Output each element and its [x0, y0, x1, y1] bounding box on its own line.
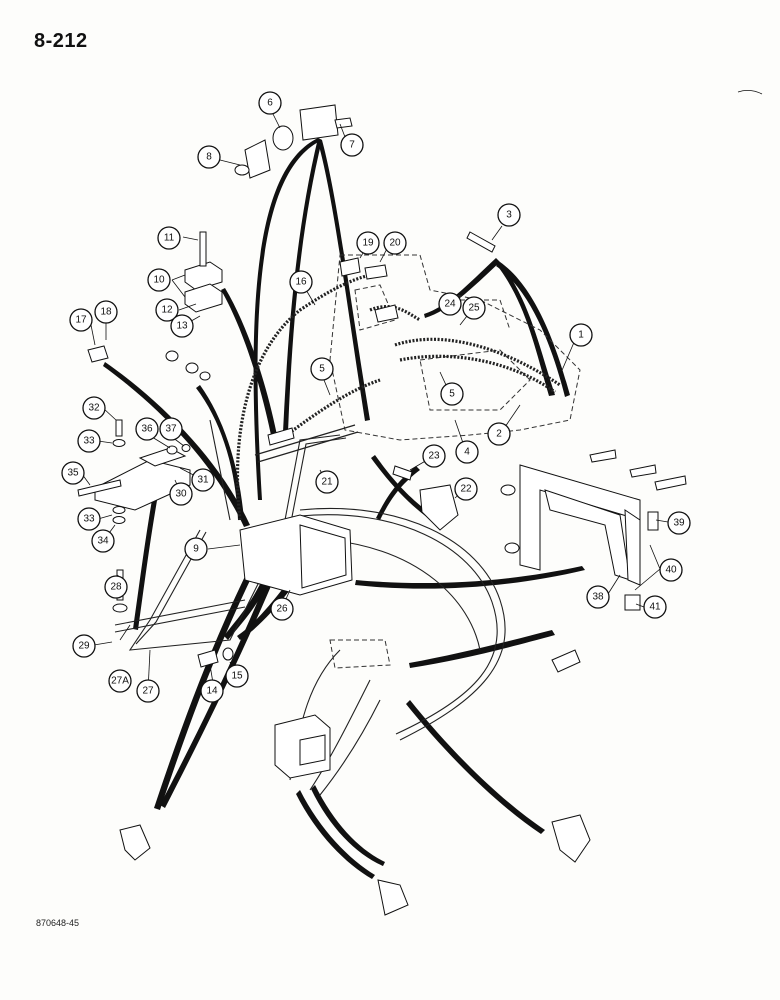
svg-text:33: 33 [83, 436, 95, 447]
svg-text:26: 26 [276, 604, 288, 615]
svg-text:40: 40 [665, 565, 677, 576]
callout-15: 15 [225, 664, 249, 688]
svg-text:1: 1 [578, 330, 584, 341]
callout-25: 25 [462, 296, 486, 320]
callout-30: 30 [169, 482, 193, 506]
svg-text:16: 16 [295, 277, 307, 288]
svg-text:38: 38 [592, 592, 604, 603]
callout-4: 4 [455, 440, 479, 464]
svg-text:29: 29 [78, 641, 90, 652]
svg-text:6: 6 [267, 98, 273, 109]
svg-text:10: 10 [153, 275, 165, 286]
svg-text:39: 39 [673, 518, 685, 529]
svg-text:22: 22 [460, 484, 472, 495]
callout-19: 19 [356, 231, 380, 255]
callout-22: 22 [454, 477, 478, 501]
callout-31: 31 [191, 468, 215, 492]
callout-34: 34 [91, 529, 115, 553]
callout-13: 13 [170, 314, 194, 338]
callout-7: 7 [340, 133, 364, 157]
components [77, 104, 687, 916]
callout-16: 16 [289, 270, 313, 294]
svg-text:21: 21 [321, 477, 333, 488]
svg-text:12: 12 [161, 305, 173, 316]
svg-text:14: 14 [206, 686, 218, 697]
callout-21: 21 [315, 470, 339, 494]
callout-36: 36 [135, 417, 159, 441]
callout-27: 27 [136, 679, 160, 703]
svg-text:30: 30 [175, 489, 187, 500]
svg-text:4: 4 [464, 447, 470, 458]
callout-32: 32 [82, 396, 106, 420]
svg-text:37: 37 [165, 424, 177, 435]
callout-14: 14 [200, 679, 224, 703]
svg-text:9: 9 [193, 544, 199, 555]
scan-mark [737, 90, 763, 95]
callout-38: 38 [586, 585, 610, 609]
svg-text:7: 7 [349, 140, 355, 151]
svg-text:27: 27 [142, 686, 154, 697]
callout-9: 9 [184, 537, 208, 561]
svg-text:27A: 27A [111, 676, 129, 687]
callout-leaders [81, 111, 669, 692]
svg-text:2: 2 [496, 429, 502, 440]
callout-20: 20 [383, 231, 407, 255]
svg-text:5: 5 [319, 364, 325, 375]
callout-27a: 27A [108, 669, 132, 693]
callout-23: 23 [422, 444, 446, 468]
callout-33b: 33 [77, 507, 101, 531]
callout-18: 18 [94, 300, 118, 324]
callout-17: 17 [69, 308, 93, 332]
callout-35: 35 [61, 461, 85, 485]
callout-28: 28 [104, 575, 128, 599]
callout-10: 10 [147, 268, 171, 292]
callout-41: 41 [643, 595, 667, 619]
callout-6: 6 [258, 91, 282, 115]
svg-text:20: 20 [389, 238, 401, 249]
svg-text:13: 13 [176, 321, 188, 332]
svg-text:5: 5 [449, 389, 455, 400]
svg-text:41: 41 [649, 602, 661, 613]
svg-text:23: 23 [428, 451, 440, 462]
svg-text:17: 17 [75, 315, 87, 326]
svg-text:35: 35 [67, 468, 79, 479]
svg-text:8: 8 [206, 152, 212, 163]
svg-text:18: 18 [100, 307, 112, 318]
callout-5b: 5 [440, 382, 464, 406]
svg-text:24: 24 [444, 299, 456, 310]
callout-2: 2 [487, 422, 511, 446]
callout-39: 39 [667, 511, 691, 535]
svg-text:36: 36 [141, 424, 153, 435]
callout-37: 37 [159, 417, 183, 441]
callout-33a: 33 [77, 429, 101, 453]
callout-5a: 5 [310, 357, 334, 381]
figure-code: 870648-45 [36, 918, 80, 928]
svg-text:25: 25 [468, 303, 480, 314]
callout-26: 26 [270, 597, 294, 621]
callout-1: 1 [569, 323, 593, 347]
svg-text:19: 19 [362, 238, 374, 249]
svg-text:33: 33 [83, 514, 95, 525]
svg-text:15: 15 [231, 671, 243, 682]
callout-labels: 1 2 3 4 5 5 6 7 8 9 10 11 12 13 14 15 16… [61, 91, 691, 703]
callout-29: 29 [72, 634, 96, 658]
callout-12: 12 [155, 298, 179, 322]
svg-text:28: 28 [110, 582, 122, 593]
callout-3: 3 [497, 203, 521, 227]
callout-24: 24 [438, 292, 462, 316]
svg-text:31: 31 [197, 475, 209, 486]
callout-11: 11 [157, 226, 181, 250]
page-number: 8-212 [34, 30, 88, 52]
engine-outline [329, 254, 581, 669]
svg-text:32: 32 [88, 403, 100, 414]
callout-40: 40 [659, 558, 683, 582]
callout-8: 8 [197, 145, 221, 169]
svg-text:3: 3 [506, 210, 512, 221]
svg-text:34: 34 [97, 536, 109, 547]
svg-text:11: 11 [164, 233, 175, 244]
